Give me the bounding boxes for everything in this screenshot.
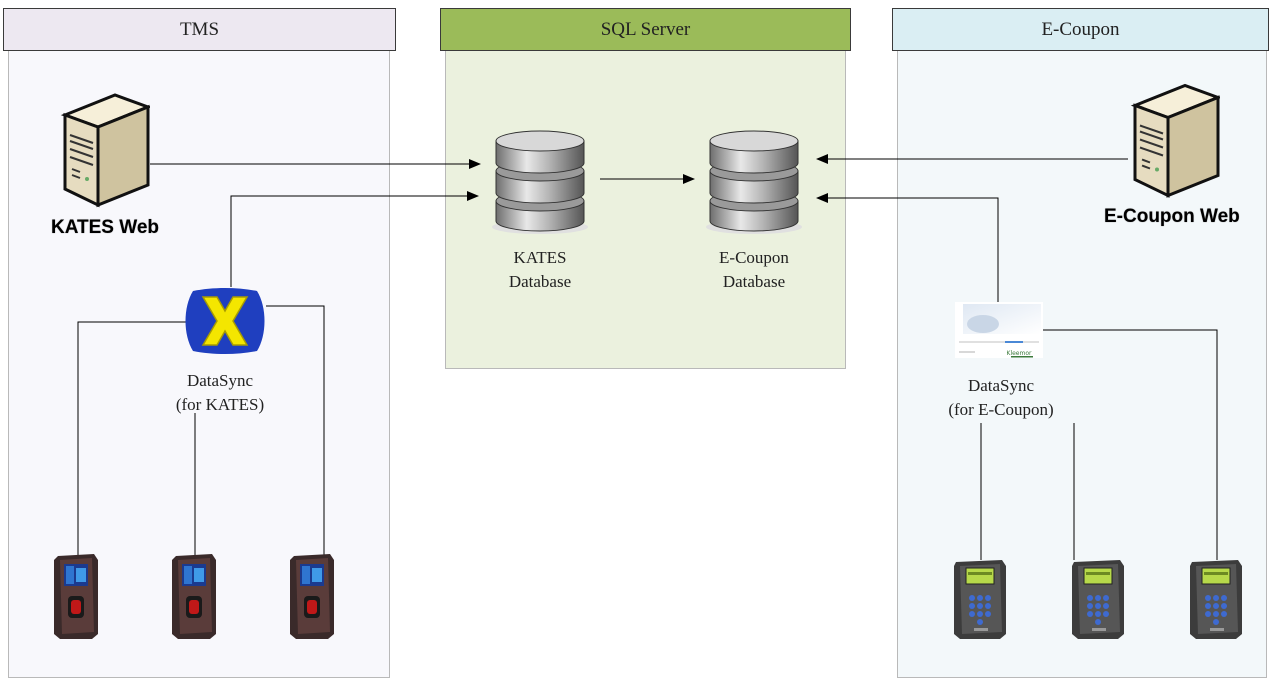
- datasync-kates-to-terminal-1-line: [77, 321, 186, 555]
- ecoupon-db-label-line1: E-Coupon: [719, 248, 789, 267]
- kates-db-label: KATES Database: [490, 246, 590, 294]
- ecoupon-db-label-line2: Database: [722, 272, 786, 291]
- kates-web-node: [60, 93, 153, 208]
- kates-db-label-line1: KATES: [513, 248, 567, 267]
- datasync-kates-to-kates-db-arrow: [230, 191, 479, 287]
- ecoupon-web-node: [1130, 82, 1223, 200]
- datasync-kates-label: DataSync (for KATES): [150, 369, 290, 417]
- ecoupon-db-node: [704, 127, 804, 235]
- keypad-terminal-2: [1070, 558, 1126, 640]
- datasync-kates-label-line2: (for KATES): [175, 395, 265, 414]
- app-window-icon: Kleemor: [955, 302, 1043, 358]
- svg-text:Kleemor: Kleemor: [1007, 350, 1033, 357]
- datasync-ecoupon-label-line1: DataSync: [967, 376, 1035, 395]
- datasync-ecoupon-to-ecoupon-db-arrow: [816, 193, 999, 305]
- keypad-terminal-icon: [1072, 560, 1124, 639]
- ecoupon-zone-title: E-Coupon: [1041, 18, 1120, 40]
- kates-db-node: [490, 127, 590, 235]
- sql-server-zone-header: SQL Server: [440, 8, 851, 51]
- datasync-kates-node: [183, 287, 267, 355]
- ecoupon-web-label: E-Coupon Web: [1104, 206, 1240, 227]
- tms-zone-title: TMS: [179, 18, 220, 40]
- fingerprint-terminal-icon: [54, 554, 98, 639]
- keypad-terminal-3: [1188, 558, 1244, 640]
- keypad-terminal-1: [952, 558, 1008, 640]
- server-icon: [60, 93, 153, 208]
- datasync-ecoupon-label-line2: (for E-Coupon): [948, 400, 1054, 419]
- datasync-ecoupon-node: Kleemor: [955, 302, 1043, 358]
- ecoupon-db-label: E-Coupon Database: [694, 246, 814, 294]
- database-icon: [706, 130, 802, 234]
- kates-web-label: KATES Web: [51, 217, 160, 238]
- datasync-x-icon: [185, 288, 265, 354]
- fingerprint-terminal-3: [288, 552, 336, 640]
- fingerprint-terminal-icon: [172, 554, 216, 639]
- datasync-ecoupon-to-terminal-3-line: [1043, 329, 1218, 560]
- fingerprint-terminal-icon: [290, 554, 334, 639]
- ecoupon-zone-header: E-Coupon: [892, 8, 1269, 51]
- database-icon: [492, 130, 588, 234]
- tms-zone-header: TMS: [3, 8, 396, 51]
- datasync-kates-label-line1: DataSync: [186, 371, 254, 390]
- fingerprint-terminal-1: [52, 552, 100, 640]
- fingerprint-terminal-2: [170, 552, 218, 640]
- datasync-kates-to-terminal-3-line: [266, 305, 325, 555]
- datasync-ecoupon-label: DataSync (for E-Coupon): [928, 374, 1074, 422]
- kates-db-label-line2: Database: [508, 272, 572, 291]
- sql-server-zone-title: SQL Server: [600, 18, 691, 40]
- server-icon: [1130, 83, 1223, 198]
- keypad-terminal-icon: [954, 560, 1006, 639]
- keypad-terminal-icon: [1190, 560, 1242, 639]
